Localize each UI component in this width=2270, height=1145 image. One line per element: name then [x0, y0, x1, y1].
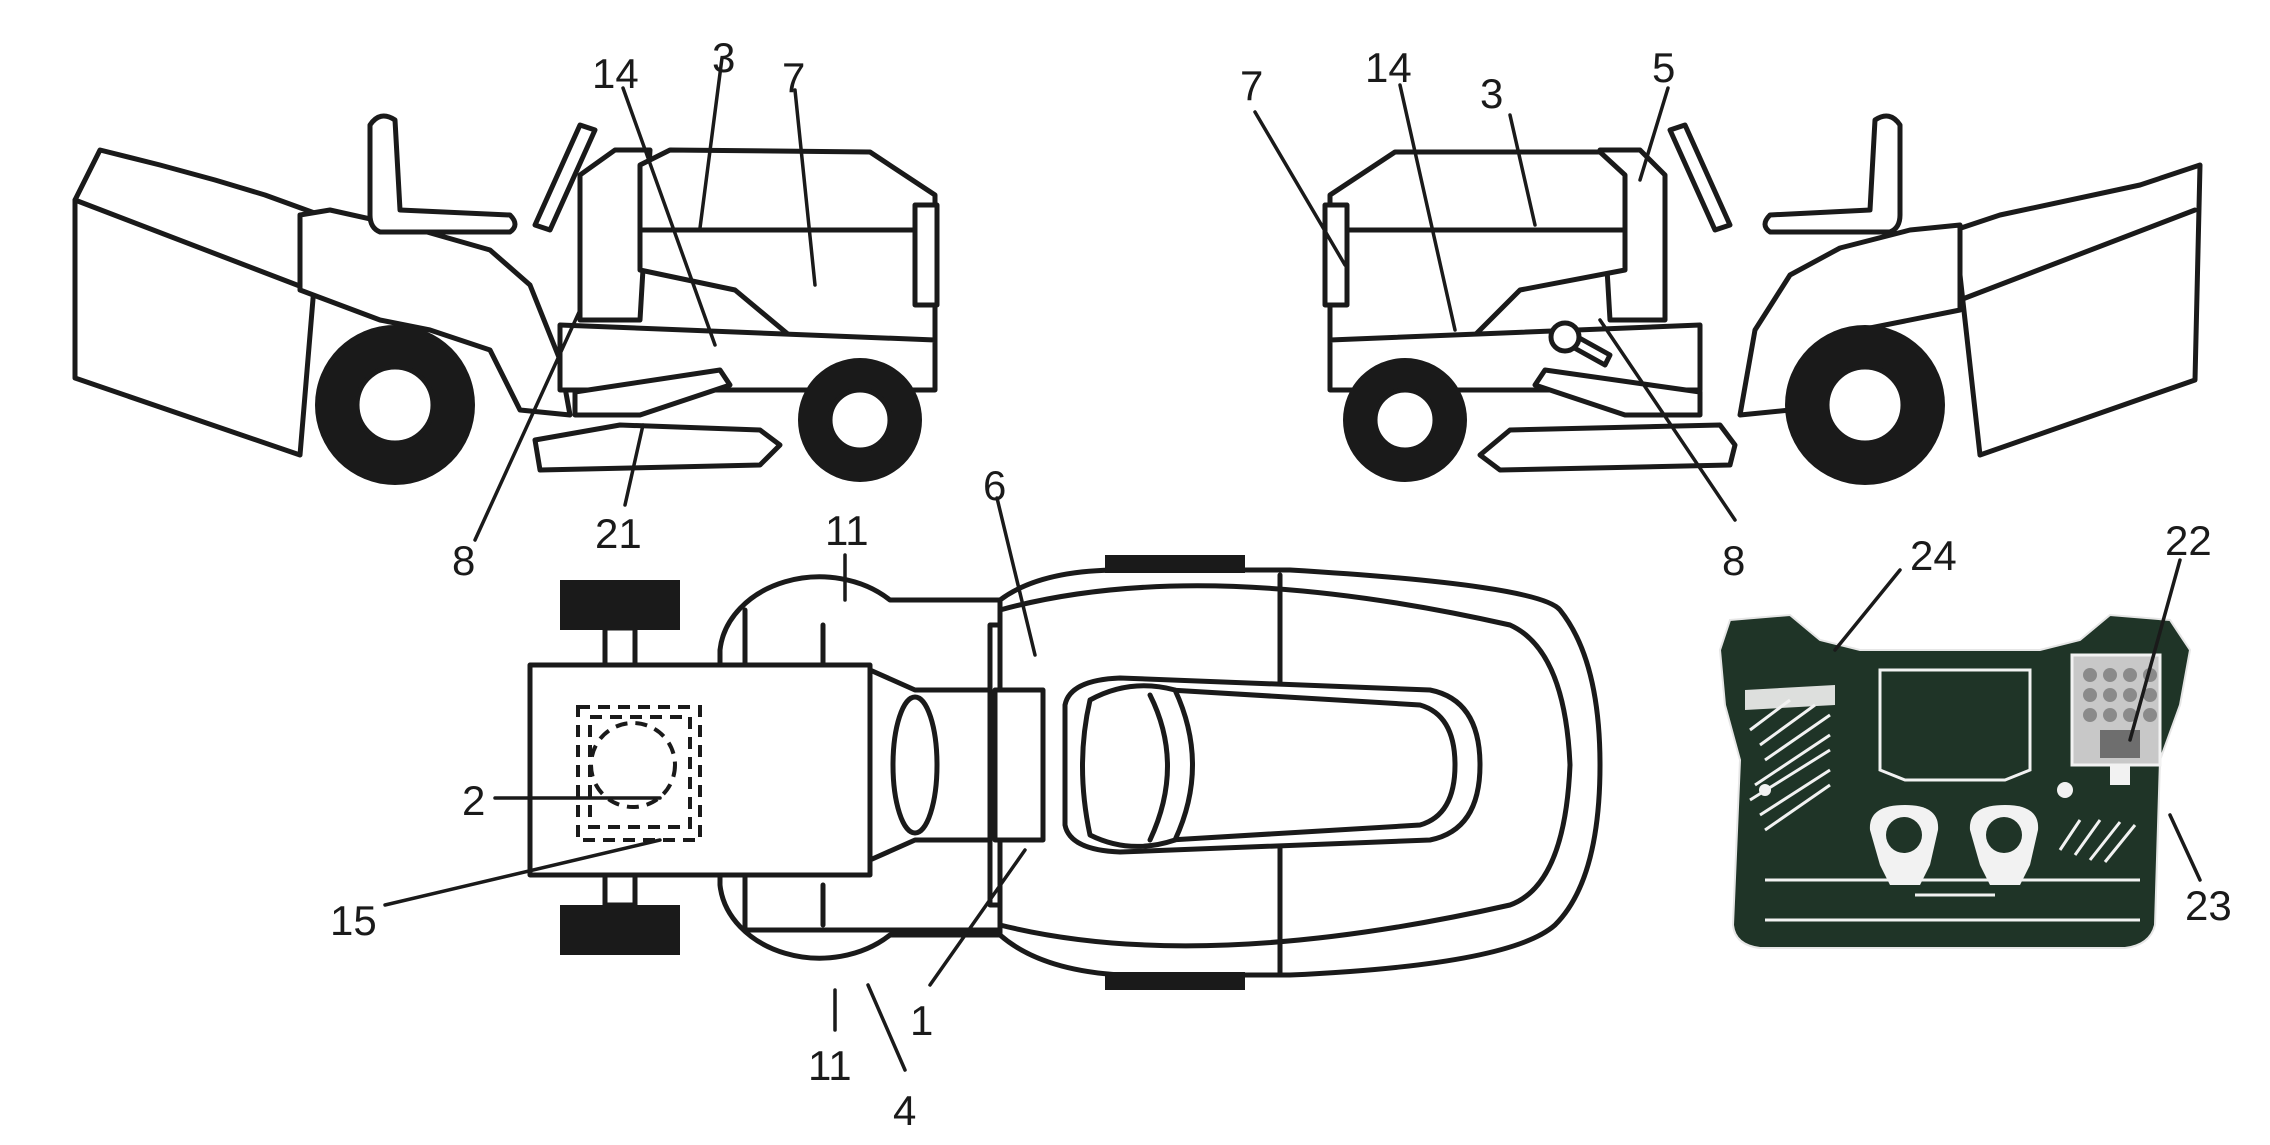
top-view-leaders [383, 496, 1037, 1072]
front-tire-top [1105, 555, 1245, 573]
callout-11-top: 11 [825, 507, 869, 554]
seat-right [1762, 113, 1903, 235]
callout-7-right: 7 [1240, 62, 1263, 109]
callout-14-left: 14 [592, 50, 639, 97]
callout-labels: 14 3 7 8 21 7 14 3 5 8 11 6 2 15 1 11 4 … [330, 34, 2232, 1134]
grass-bag-right [1952, 162, 2203, 458]
steering-wheel-left [532, 122, 598, 233]
right-side-view [1322, 113, 2203, 485]
footrest-right [1532, 367, 1703, 418]
panel-hatch-left [1749, 698, 1831, 832]
callout-8-left: 8 [452, 537, 475, 584]
panel-leaders [1833, 558, 2202, 882]
callout-3-left: 3 [712, 34, 735, 81]
callout-4: 4 [893, 1087, 916, 1134]
control-panel [1718, 613, 2192, 949]
headlight-left [912, 202, 940, 308]
hood-left [637, 147, 938, 343]
front-tire-bottom [1105, 972, 1245, 990]
callout-21-left: 21 [595, 510, 642, 557]
mower-deck-left [532, 422, 783, 473]
callout-14-right: 14 [1365, 44, 1412, 91]
seat-oval-top [890, 694, 940, 836]
steering-column-top [992, 687, 1046, 843]
callout-1: 1 [910, 997, 933, 1044]
callout-11-bottom: 11 [808, 1042, 852, 1089]
panel-opening-center [1878, 668, 2032, 782]
callout-8-right: 8 [1722, 537, 1745, 584]
callout-24: 24 [1910, 532, 1957, 579]
headlight-right [1322, 202, 1350, 308]
right-view-leaders [1253, 83, 1737, 522]
rear-tire-bottom [560, 905, 680, 955]
callout-2: 2 [462, 777, 485, 824]
callout-22: 22 [2165, 517, 2212, 564]
steering-wheel-right [1667, 122, 1733, 233]
rear-tire-top [560, 580, 680, 630]
left-view-leaders [473, 56, 817, 542]
grass-bag-left [72, 147, 323, 458]
callout-3-right: 3 [1480, 70, 1503, 117]
panel-hatch-right [2058, 819, 2137, 863]
seat-left [367, 113, 518, 235]
engine-outline-dashed [576, 705, 702, 842]
top-view [527, 555, 1603, 990]
fuel-tank-dashed [589, 721, 677, 809]
hood-right [1327, 149, 1628, 343]
callout-5-right: 5 [1652, 44, 1675, 91]
callout-23: 23 [2185, 882, 2232, 929]
callout-6: 6 [983, 462, 1006, 509]
mower-deck-right [1477, 422, 1738, 473]
callout-7-left: 7 [782, 54, 805, 101]
footrest-left [572, 367, 733, 418]
steering-wheel-top [1080, 683, 1195, 849]
left-side-view [72, 113, 940, 485]
callout-15: 15 [330, 897, 377, 944]
